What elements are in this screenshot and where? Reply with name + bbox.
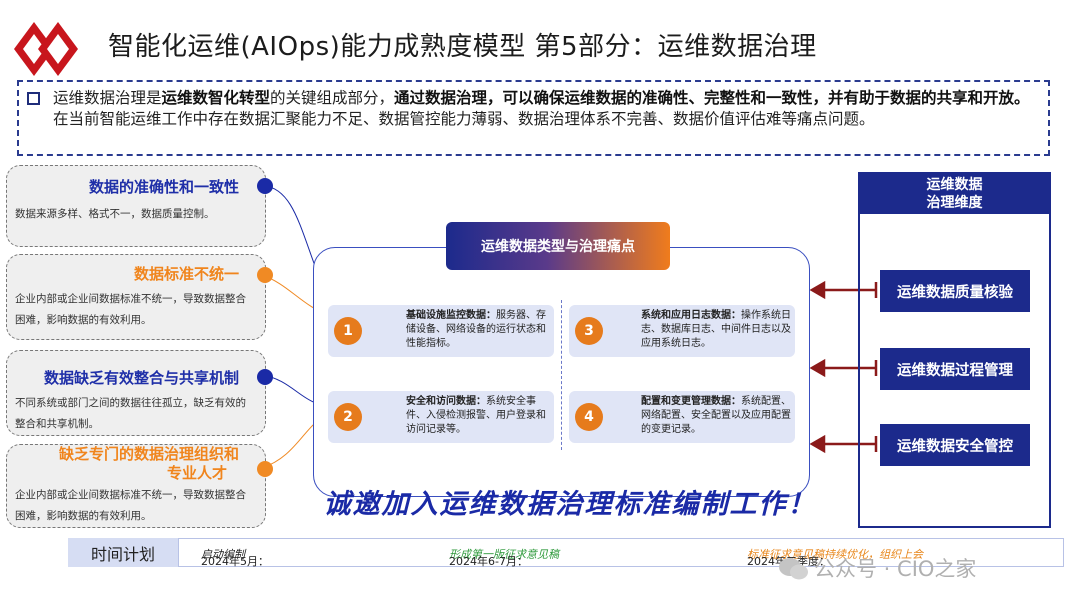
bullet-dot [257, 461, 273, 477]
panel-standards: 数据标准不统一 企业内部或企业间数据标准不统一，导致数据整合困难，影响数据的有效… [6, 254, 273, 340]
dimension-process: 运维数据过程管理 [880, 348, 1030, 390]
bullet-dot [257, 178, 273, 194]
hub-title: 运维数据类型与治理痛点 [446, 222, 670, 270]
panel-organization: 缺乏专门的数据治理组织和 专业人才 企业内部或企业间数据标准不统一，导致数据整合… [6, 444, 273, 528]
panel-integration: 数据缺乏有效整合与共享机制 不同系统或部门之间的数据往往孤立，缺乏有效的整合和共… [6, 350, 273, 436]
timeline-item: 2024年6-7月：形成第一版征求意见稿 [449, 548, 559, 568]
diamond-logo-icon [14, 22, 78, 76]
panel-header: 运维数据 治理维度 [860, 174, 1049, 214]
card-infrastructure: 1 基础设施监控数据：服务器、存储设备、网络设备的运行状态和性能指标。 [328, 305, 554, 357]
timeline: 2024年5月：启动编制 2024年6-7月：形成第一版征求意见稿 2024年三… [178, 538, 1064, 568]
intro-text: 运维数据治理是运维数智化转型的关键组成部分，通过数据治理，可以确保运维数据的准确… [53, 89, 1030, 128]
page-title: 智能化运维(AIOps)能力成熟度模型 第5部分：运维数据治理 [108, 32, 817, 62]
arrow-left-icon [809, 280, 878, 454]
invitation-banner: 诚邀加入运维数据治理标准编制工作！ [323, 489, 817, 520]
divider [561, 300, 562, 450]
timeline-item: 2024年5月：启动编制 [201, 548, 269, 568]
card-security: 2 安全和访问数据：系统安全事件、入侵检测报警、用户登录和访问记录等。 [328, 391, 554, 443]
panel-accuracy: 数据的准确性和一致性 数据来源多样、格式不一，数据质量控制。 [6, 165, 273, 247]
square-bullet-icon [27, 92, 40, 105]
timeline-label: 时间计划 [68, 538, 178, 567]
wechat-icon [779, 558, 808, 580]
intro-box: 运维数据治理是运维数智化转型的关键组成部分，通过数据治理，可以确保运维数据的准确… [17, 80, 1050, 156]
dimension-quality: 运维数据质量核验 [880, 270, 1030, 312]
bullet-dot [257, 267, 273, 283]
bullet-dot [257, 369, 273, 385]
card-logs: 3 系统和应用日志数据：操作系统日志、数据库日志、中间件日志以及应用系统日志。 [569, 305, 795, 357]
watermark: 公众号 · CIO之家 [814, 557, 977, 581]
dimension-security: 运维数据安全管控 [880, 424, 1030, 466]
card-config: 4 配置和变更管理数据：系统配置、网络配置、安全配置以及应用配置的变更记录。 [569, 391, 795, 443]
governance-dimensions-panel: 运维数据 治理维度 [858, 172, 1051, 528]
